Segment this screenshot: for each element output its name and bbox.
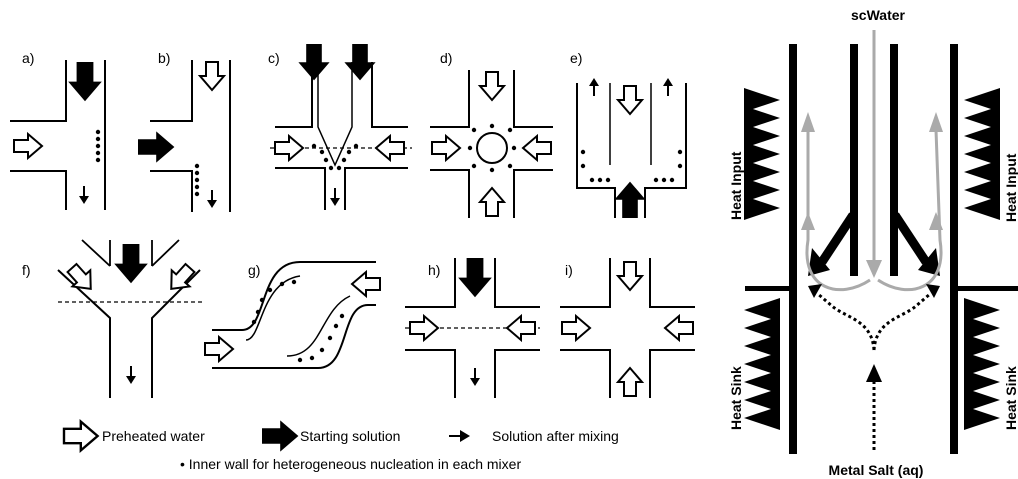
legend-after-label: Solution after mixing — [492, 428, 619, 444]
panel-h-label: h) — [428, 262, 440, 278]
heat-input-right-label: Heat Input — [1003, 153, 1018, 222]
heat-sink-right-fins — [964, 298, 1000, 430]
legend-preheated-label: Preheated water — [102, 428, 205, 444]
panel-a-label: a) — [22, 50, 34, 66]
legend-starting: Starting solution — [262, 420, 400, 452]
panel-f: f) — [22, 239, 205, 398]
panel-g: g) — [204, 261, 381, 369]
legend-preheated: Preheated water — [62, 420, 205, 452]
panel-f-label: f) — [22, 262, 31, 278]
reactor-diagram: scWater Metal Salt (aq) — [728, 7, 1018, 478]
heat-sink-left-fins — [744, 298, 780, 430]
heat-sink-right-label: Heat Sink — [1003, 366, 1018, 430]
panel-h: h) — [405, 258, 540, 398]
heat-input-left-label: Heat Input — [728, 151, 744, 220]
panel-i: i) — [560, 258, 695, 398]
panel-g-label: g) — [248, 262, 260, 278]
panel-e: e) — [570, 50, 687, 218]
panel-b: b) — [138, 50, 231, 212]
heat-sink-left-label: Heat Sink — [728, 366, 744, 430]
legend: Preheated water Starting solution Soluti… — [62, 420, 619, 472]
panel-d-label: d) — [440, 50, 452, 66]
panel-b-label: b) — [158, 50, 170, 66]
legend-after: Solution after mixing — [449, 428, 619, 444]
panel-i-label: i) — [565, 262, 573, 278]
heat-input-right-fins — [964, 88, 1000, 220]
legend-footnote: • Inner wall for heterogeneous nucleatio… — [180, 456, 521, 472]
heat-input-left-fins — [744, 88, 780, 220]
metal-salt-label: Metal Salt (aq) — [829, 462, 924, 478]
panel-c-label: c) — [268, 50, 280, 66]
scwater-label: scWater — [851, 7, 906, 23]
panel-d: d) — [430, 50, 553, 218]
legend-starting-label: Starting solution — [300, 428, 400, 444]
panel-e-label: e) — [570, 50, 582, 66]
panel-c: c) — [268, 44, 412, 210]
panel-a: a) — [10, 50, 106, 210]
